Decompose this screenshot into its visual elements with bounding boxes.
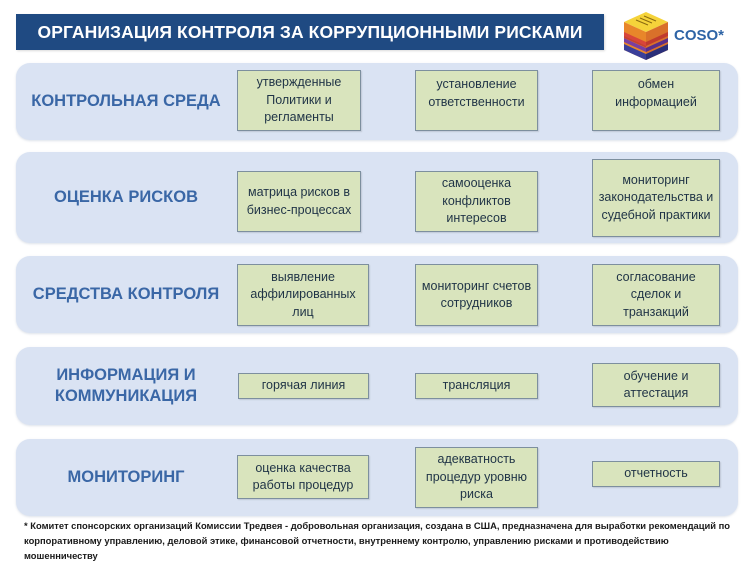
row-label: МОНИТОРИНГ	[67, 468, 185, 486]
row-monitoring: МОНИТОРИНГ оценка качества работы процед…	[16, 439, 738, 516]
item-box: самооценка конфликтов интересов	[415, 171, 538, 232]
item-box: мониторинг законодательства и судебной п…	[592, 159, 720, 237]
row-control-activities: СРЕДСТВА КОНТРОЛЯ выявление аффилированн…	[16, 256, 738, 333]
item-box: установление ответственности	[415, 70, 538, 131]
item-box: согласование сделок и транзакций	[592, 264, 720, 326]
row-control-environment: КОНТРОЛЬНАЯ СРЕДА утвержденные Политики …	[16, 63, 738, 140]
row-risk-assessment: ОЦЕНКА РИСКОВ матрица рисков в бизнес-пр…	[16, 152, 738, 243]
row-label: ИНФОРМАЦИЯ И КОММУНИКАЦИЯ	[54, 366, 198, 405]
row-label: ОЦЕНКА РИСКОВ	[54, 188, 198, 206]
item-box: обмен информацией	[592, 70, 720, 131]
item-box: обучение и аттестация	[592, 363, 720, 407]
row-information-communication: ИНФОРМАЦИЯ И КОММУНИКАЦИЯ горячая линия …	[16, 347, 738, 425]
footnote: * Комитет спонсорских организаций Комисс…	[24, 520, 731, 561]
item-box: мониторинг счетов сотрудников	[415, 264, 538, 326]
page-title: ОРГАНИЗАЦИЯ КОНТРОЛЯ ЗА КОРРУПЦИОННЫМИ Р…	[16, 14, 604, 50]
row-label: СРЕДСТВА КОНТРОЛЯ	[32, 285, 220, 303]
item-box: матрица рисков в бизнес-процессах	[237, 171, 361, 232]
item-box: оценка качества работы процедур	[237, 455, 369, 499]
item-box: отчетность	[592, 461, 720, 487]
row-label: КОНТРОЛЬНАЯ СРЕДА	[31, 92, 221, 110]
coso-cube-icon	[624, 12, 668, 60]
item-box: адекватность процедур уровню риска	[415, 447, 538, 508]
item-box: утвержденные Политики и регламенты	[237, 70, 361, 131]
item-box: выявление аффилированных лиц	[237, 264, 369, 326]
coso-label: COSO*	[674, 27, 725, 44]
item-box: горячая линия	[238, 373, 369, 399]
item-box: трансляция	[415, 373, 538, 399]
